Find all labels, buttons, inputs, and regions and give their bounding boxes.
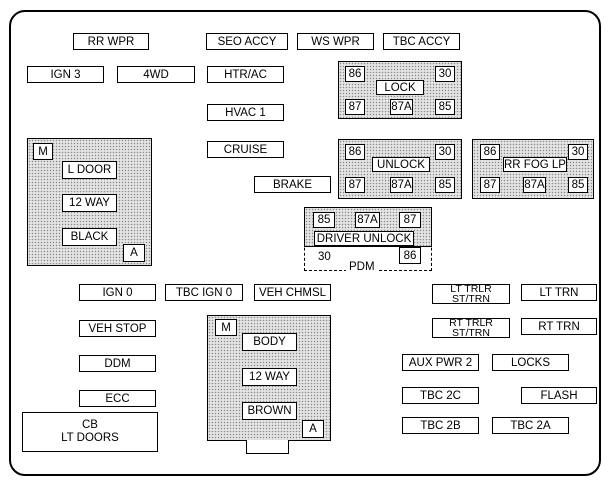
connector-body-slot-brown: BROWN: [242, 402, 297, 420]
fuse-ign-0: IGN 0: [79, 284, 156, 301]
fuse-hvac-1: HVAC 1: [207, 104, 284, 121]
fuse-rr-wpr: RR WPR: [73, 33, 149, 50]
connector-body-a: A: [302, 420, 324, 438]
fuse-tbc-2a: TBC 2A: [492, 417, 569, 434]
connector-body-m: M: [215, 319, 237, 336]
fuse-rt-trlr-st-trn: RT TRLR ST/TRN: [432, 318, 510, 338]
fuse-tbc-ign-0: TBC IGN 0: [165, 284, 243, 301]
fuse-veh-chmsl: VEH CHMSL: [254, 284, 331, 301]
fuse-tbc-accy: TBC ACCY: [383, 33, 460, 50]
relay-lock-pin-87a: 87A: [390, 99, 413, 115]
relay-rr-fog-label: RR FOG LP: [503, 157, 567, 172]
relay-lock-pin-87: 87: [345, 99, 365, 115]
relay-driver-unlock-pin-87a: 87A: [355, 212, 380, 228]
fuse-htr-ac: HTR/AC: [207, 66, 284, 83]
relay-unlock-pin-85: 85: [435, 177, 455, 193]
pdm-label: PDM: [346, 261, 378, 273]
connector-left-m: M: [33, 143, 53, 160]
relay-rr-fog-pin-87: 87: [480, 177, 500, 193]
connector-body-slot-12-way: 12 WAY: [242, 368, 297, 386]
fuse-ws-wpr: WS WPR: [297, 33, 374, 50]
relay-rr-fog-pin-30: 30: [568, 144, 588, 160]
fuse-rt-trn: RT TRN: [521, 318, 597, 335]
relay-unlock-label: UNLOCK: [372, 157, 430, 172]
fuse-veh-stop: VEH STOP: [79, 320, 156, 337]
relay-lock-pin-86: 86: [345, 66, 365, 82]
connector-left-slot-12-way: 12 WAY: [62, 194, 117, 212]
fuse-brake: BRAKE: [254, 176, 331, 193]
relay-rr-fog-pin-86: 86: [480, 144, 500, 160]
fuse-4wd: 4WD: [117, 66, 195, 83]
relay-unlock-pin-86: 86: [345, 144, 365, 160]
relay-rr-fog-pin-87a: 87A: [523, 177, 546, 193]
connector-body-tab: [246, 440, 289, 454]
connector-body-slot-body: BODY: [242, 333, 297, 351]
relay-driver-unlock-pin-30: 30: [318, 251, 331, 263]
fuse-ign-3: IGN 3: [27, 66, 104, 83]
relay-driver-unlock-label: DRIVER UNLOCK: [314, 231, 414, 246]
fuse-lt-trlr-st-trn: LT TRLR ST/TRN: [432, 284, 510, 304]
circuit-breaker-lt-doors: CB LT DOORS: [22, 412, 158, 452]
relay-unlock-pin-87: 87: [345, 177, 365, 193]
relay-unlock-pin-87a: 87A: [390, 177, 413, 193]
relay-lock-label: LOCK: [376, 80, 424, 95]
fuse-seo-accy: SEO ACCY: [206, 33, 288, 50]
fuse-locks: LOCKS: [492, 354, 569, 371]
relay-driver-unlock-pin-86: 86: [399, 247, 421, 264]
fuse-ecc: ECC: [79, 390, 156, 407]
fuse-aux-pwr-2: AUX PWR 2: [402, 354, 479, 371]
fuse-tbc-2b: TBC 2B: [402, 417, 479, 434]
relay-rr-fog-pin-85: 85: [568, 177, 588, 193]
connector-left-a: A: [123, 244, 145, 262]
connector-left-slot-black: BLACK: [62, 228, 117, 246]
fuse-lt-trn: LT TRN: [521, 284, 597, 301]
fuse-ddm: DDM: [79, 355, 156, 372]
fuse-flash: FLASH: [521, 387, 597, 404]
fuse-tbc-2c: TBC 2C: [402, 387, 479, 404]
relay-driver-unlock-pin-85: 85: [313, 212, 335, 228]
fuse-cruise: CRUISE: [207, 141, 284, 158]
relay-unlock-pin-30: 30: [435, 144, 455, 160]
relay-driver-unlock-pin-87: 87: [399, 212, 421, 228]
relay-lock-pin-30: 30: [435, 66, 455, 82]
connector-left-slot-l-door: L DOOR: [62, 161, 117, 179]
relay-lock-pin-85: 85: [435, 99, 455, 115]
